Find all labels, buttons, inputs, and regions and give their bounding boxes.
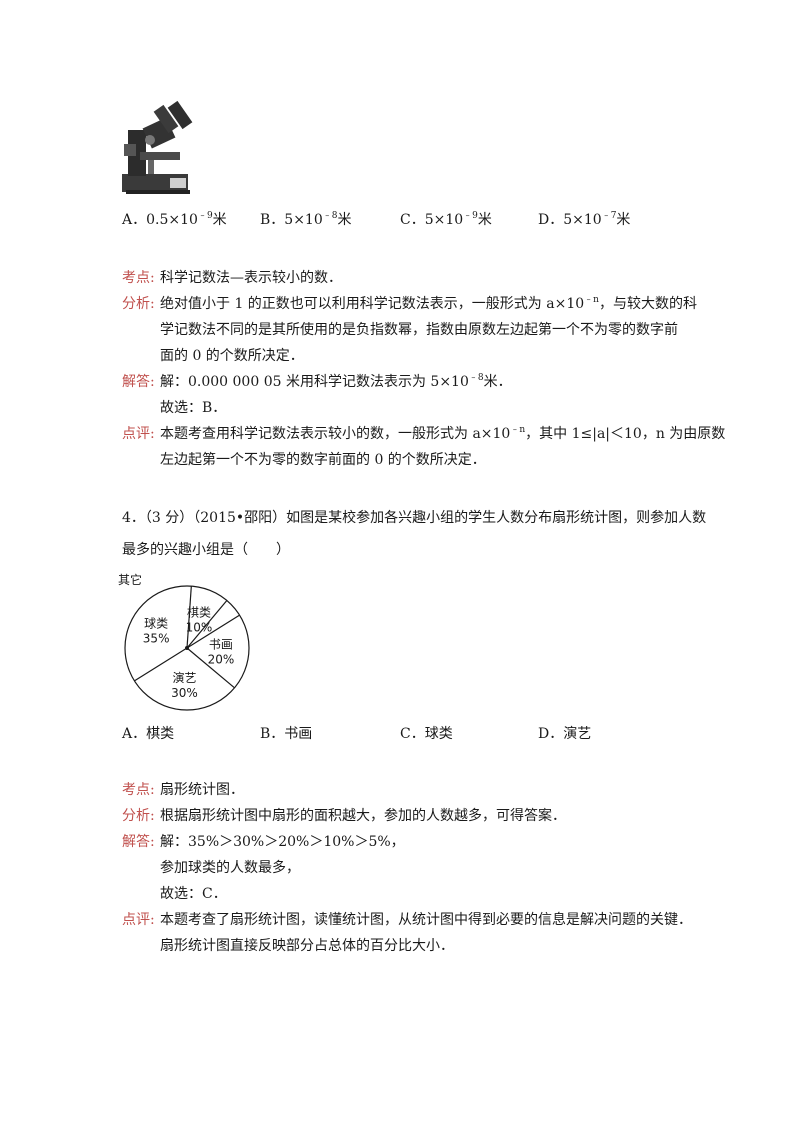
pie-category-label: 书画 — [209, 637, 233, 651]
pie-category-label: 演艺 — [172, 670, 196, 685]
q4-kaodian-text: 扇形统计图． — [160, 782, 244, 798]
pie-slice-boundary — [134, 647, 188, 682]
q4-jieda-line-2: 参加球类的人数最多， — [160, 860, 300, 876]
kaodian-text: 科学记数法—表示较小的数． — [160, 270, 342, 286]
fenxi-line-1: 绝对值小于 1 的正数也可以利用科学记数法表示，一般形式为 a×10﹣n，与较大… — [160, 295, 697, 313]
pie-percent-label: 20% — [208, 652, 235, 666]
jieda-line-2: 故选：B． — [160, 400, 227, 416]
option-c: C．5×10﹣9米 — [400, 211, 492, 229]
option-a: A．0.5×10﹣9米 — [122, 211, 227, 229]
q4-stem-line-1: 4．（3 分）（2015•邵阳）如图是某校参加各兴趣小组的学生人数分布扇形统计图… — [122, 510, 707, 526]
dianping-line-1: 本题考查用科学记数法表示较小的数，一般形式为 a×10﹣n，其中 1≤|a|＜1… — [160, 425, 726, 443]
q4-jieda-label: 解答: — [122, 834, 155, 850]
q4-jieda-line-3: 故选：C． — [160, 886, 227, 902]
q4-dianping-line-2: 扇形统计图直接反映部分占总体的百分比大小． — [160, 938, 454, 954]
dianping-line-2: 左边起第一个不为零的数字前面的 0 的个数所决定． — [160, 452, 486, 468]
pie-slice-boundary — [186, 647, 235, 689]
pie-percent-label: 10% — [186, 620, 213, 634]
pie-slice-boundary — [186, 586, 192, 649]
microscope-image — [122, 100, 193, 194]
pie-category-label: 球类 — [144, 616, 168, 630]
fenxi-label: 分析: — [122, 296, 155, 312]
pie-slice-boundary — [186, 614, 240, 649]
pie-percent-label: 30% — [171, 686, 198, 700]
q4-stem-line-2: 最多的兴趣小组是（ ） — [122, 542, 290, 558]
pie-slice-boundary — [186, 600, 228, 649]
q4-fenxi-label: 分析: — [122, 808, 155, 824]
pie-percent-label: 35% — [143, 631, 170, 645]
pie-center-dot — [185, 646, 189, 650]
q4-kaodian-label: 考点: — [122, 782, 155, 798]
q4-option-c: C．球类 — [400, 726, 453, 742]
q4-dianping-label: 点评: — [122, 912, 155, 928]
fenxi-line-3: 面的 0 的个数所决定． — [160, 348, 304, 364]
q4-dianping-line-1: 本题考查了扇形统计图，读懂统计图，从统计图中得到必要的信息是解决问题的关键． — [160, 912, 692, 928]
option-d: D．5×10﹣7米 — [538, 211, 631, 229]
q4-option-b: B．书画 — [260, 726, 313, 742]
q4-option-a: A．棋类 — [122, 726, 175, 742]
q4-option-d: D．演艺 — [538, 726, 592, 742]
jieda-line-1: 解：0.000 000 05 米用科学记数法表示为 5×10﹣8米． — [160, 373, 512, 391]
pie-category-label: 其它 — [118, 572, 142, 587]
dianping-label: 点评: — [122, 426, 155, 442]
q4-fenxi-text: 根据扇形统计图中扇形的面积越大，参加的人数越多，可得答案． — [160, 808, 566, 824]
jieda-label: 解答: — [122, 374, 155, 390]
pie-category-label: 棋类 — [187, 605, 211, 619]
kaodian-label: 考点: — [122, 270, 155, 286]
fenxi-line-2: 学记数法不同的是其所使用的是负指数幂，指数由原数左边起第一个不为零的数字前 — [160, 322, 678, 338]
option-b: B．5×10﹣8米 — [260, 211, 352, 229]
q4-jieda-line-1: 解：35%＞30%＞20%＞10%＞5%， — [160, 834, 405, 850]
